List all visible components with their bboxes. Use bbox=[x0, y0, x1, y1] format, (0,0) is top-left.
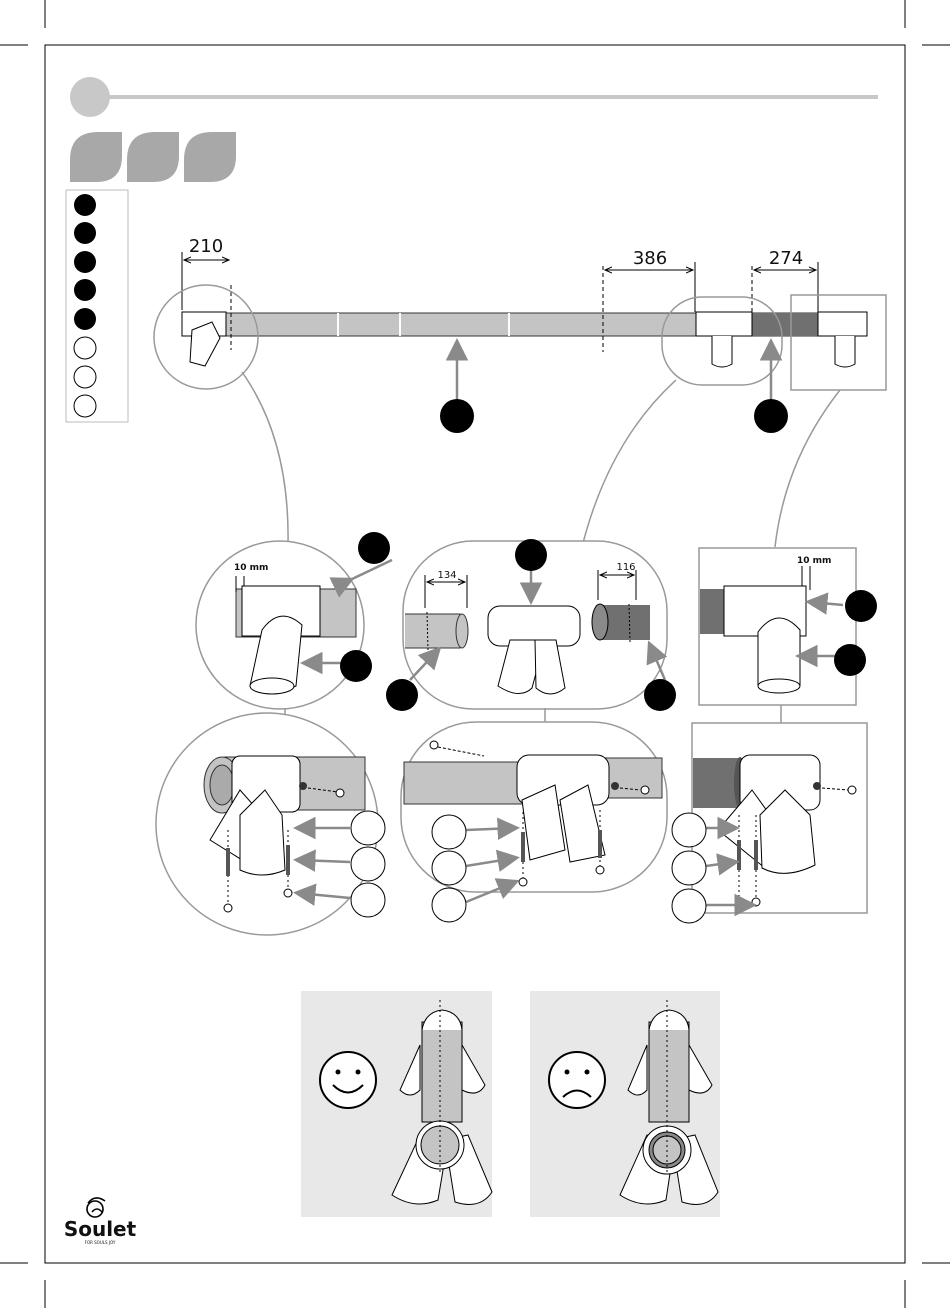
tool-callout-empty bbox=[351, 811, 385, 845]
dimension-label: 210 bbox=[189, 236, 223, 257]
tool-dot-filled bbox=[74, 222, 96, 244]
tool-dot-filled bbox=[74, 251, 96, 273]
beam-bracket-middle bbox=[696, 312, 752, 336]
tool-callout-empty bbox=[432, 888, 466, 922]
tool-dot-filled bbox=[74, 308, 96, 330]
part-callout bbox=[440, 399, 474, 433]
gap-label: 10 mm bbox=[797, 556, 831, 566]
gap-label: 10 mm bbox=[234, 563, 268, 573]
detail-middle-fitting: 134 116 bbox=[386, 539, 676, 711]
dimension-label: 274 bbox=[769, 248, 803, 269]
tool-callout-empty bbox=[351, 883, 385, 917]
tool-callout-empty bbox=[672, 851, 706, 885]
insert-length-label: 134 bbox=[437, 570, 456, 581]
tool-callout-empty bbox=[432, 851, 466, 885]
tool-dot-filled bbox=[74, 279, 96, 301]
part-callout bbox=[340, 650, 372, 682]
detail-connector-lines bbox=[242, 372, 840, 547]
part-callout bbox=[845, 590, 877, 622]
tool-callout-empty bbox=[351, 847, 385, 881]
part-callout bbox=[644, 679, 676, 711]
screw-detail-middle bbox=[401, 722, 667, 922]
detail-right-fitting: 10 mm bbox=[699, 548, 877, 705]
overview-beam bbox=[182, 266, 867, 367]
tool-dot-empty bbox=[74, 395, 96, 417]
screw-detail-right bbox=[672, 723, 867, 923]
part-callout bbox=[358, 532, 390, 564]
sad-face-icon bbox=[549, 1052, 605, 1108]
tool-checklist bbox=[66, 190, 128, 422]
part-callout bbox=[515, 539, 547, 571]
beam-bracket-right bbox=[818, 312, 867, 336]
brand-tagline: FOR SOULS JOY bbox=[85, 1240, 116, 1245]
part-callout bbox=[834, 644, 866, 676]
part-callout bbox=[754, 399, 788, 433]
detail-left-fitting: 10 mm bbox=[196, 532, 392, 709]
brand-name: Soulet bbox=[64, 1217, 137, 1241]
smiley-face-icon bbox=[320, 1052, 376, 1108]
insert-length-label: 116 bbox=[616, 562, 635, 573]
tool-dot-filled bbox=[74, 194, 96, 216]
brand-emblem-icon bbox=[87, 1198, 105, 1217]
step-number-circle bbox=[70, 77, 110, 117]
brand-logo: Soulet FOR SOULS JOY bbox=[64, 1198, 137, 1245]
part-callout bbox=[386, 679, 418, 711]
comparison-correct bbox=[301, 991, 492, 1217]
tool-callout-empty bbox=[672, 813, 706, 847]
comparison-incorrect bbox=[530, 991, 720, 1217]
dimension-label: 386 bbox=[633, 248, 667, 269]
tool-dot-empty bbox=[74, 337, 96, 359]
screw-detail-left bbox=[156, 713, 385, 935]
tool-callout-empty bbox=[432, 815, 466, 849]
tool-callout-empty bbox=[672, 889, 706, 923]
dimension-210: 210 bbox=[182, 236, 229, 310]
person-count-badges bbox=[70, 132, 236, 182]
tool-dot-empty bbox=[74, 366, 96, 388]
